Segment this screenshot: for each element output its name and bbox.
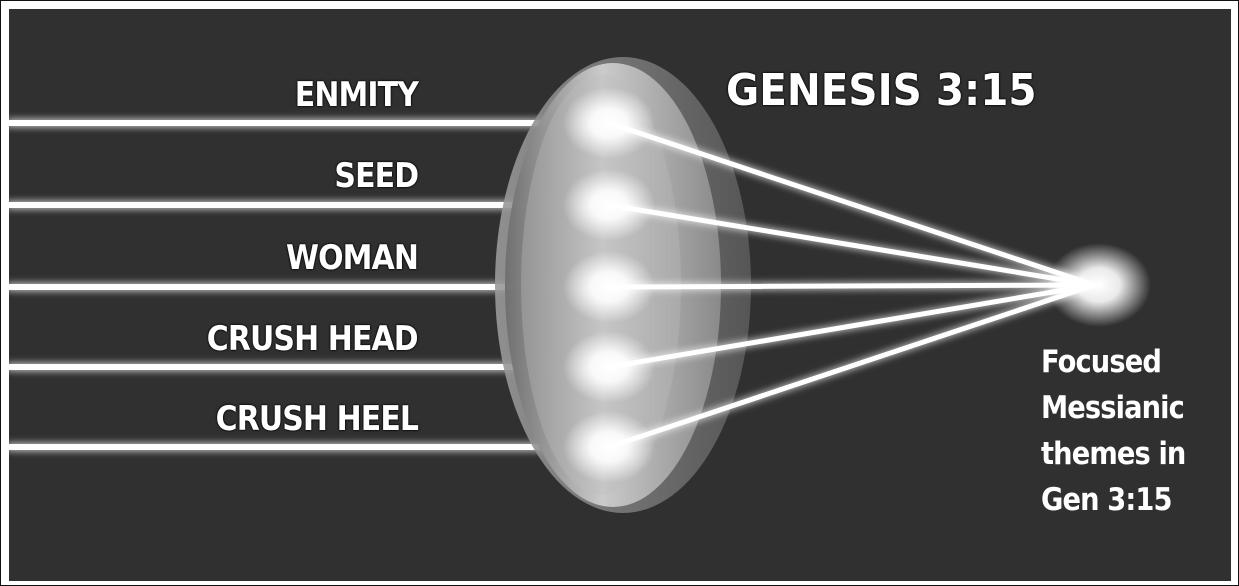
theme-label-woman: WOMAN — [286, 238, 418, 278]
theme-label-crush-heel: CRUSH HEEL — [216, 399, 418, 439]
focus-caption: Focused Messianic themes in Gen 3:15 — [1041, 339, 1204, 523]
spot-seed — [563, 169, 655, 241]
theme-label-crush-head: CRUSH HEAD — [207, 319, 418, 359]
caption-line: Gen 3:15 — [1041, 477, 1204, 523]
focal-point — [1047, 243, 1151, 327]
caption-line: themes in — [1041, 431, 1204, 477]
theme-label-seed: SEED — [334, 156, 418, 196]
ray-woman — [609, 285, 1094, 287]
diagram-title: GENESIS 3:15 — [726, 65, 1037, 116]
spot-crush-head — [563, 331, 655, 403]
caption-line: Messianic — [1041, 385, 1204, 431]
lens-spots — [563, 87, 655, 483]
spot-woman — [563, 251, 655, 323]
spot-enmity — [563, 87, 655, 159]
theme-label-enmity: ENMITY — [295, 75, 418, 115]
spot-crush-heel — [563, 411, 655, 483]
caption-line: Focused — [1041, 339, 1204, 385]
diagram-panel: GENESIS 3:15 ENMITY SEED WOMAN CRUSH HEA… — [9, 9, 1231, 581]
